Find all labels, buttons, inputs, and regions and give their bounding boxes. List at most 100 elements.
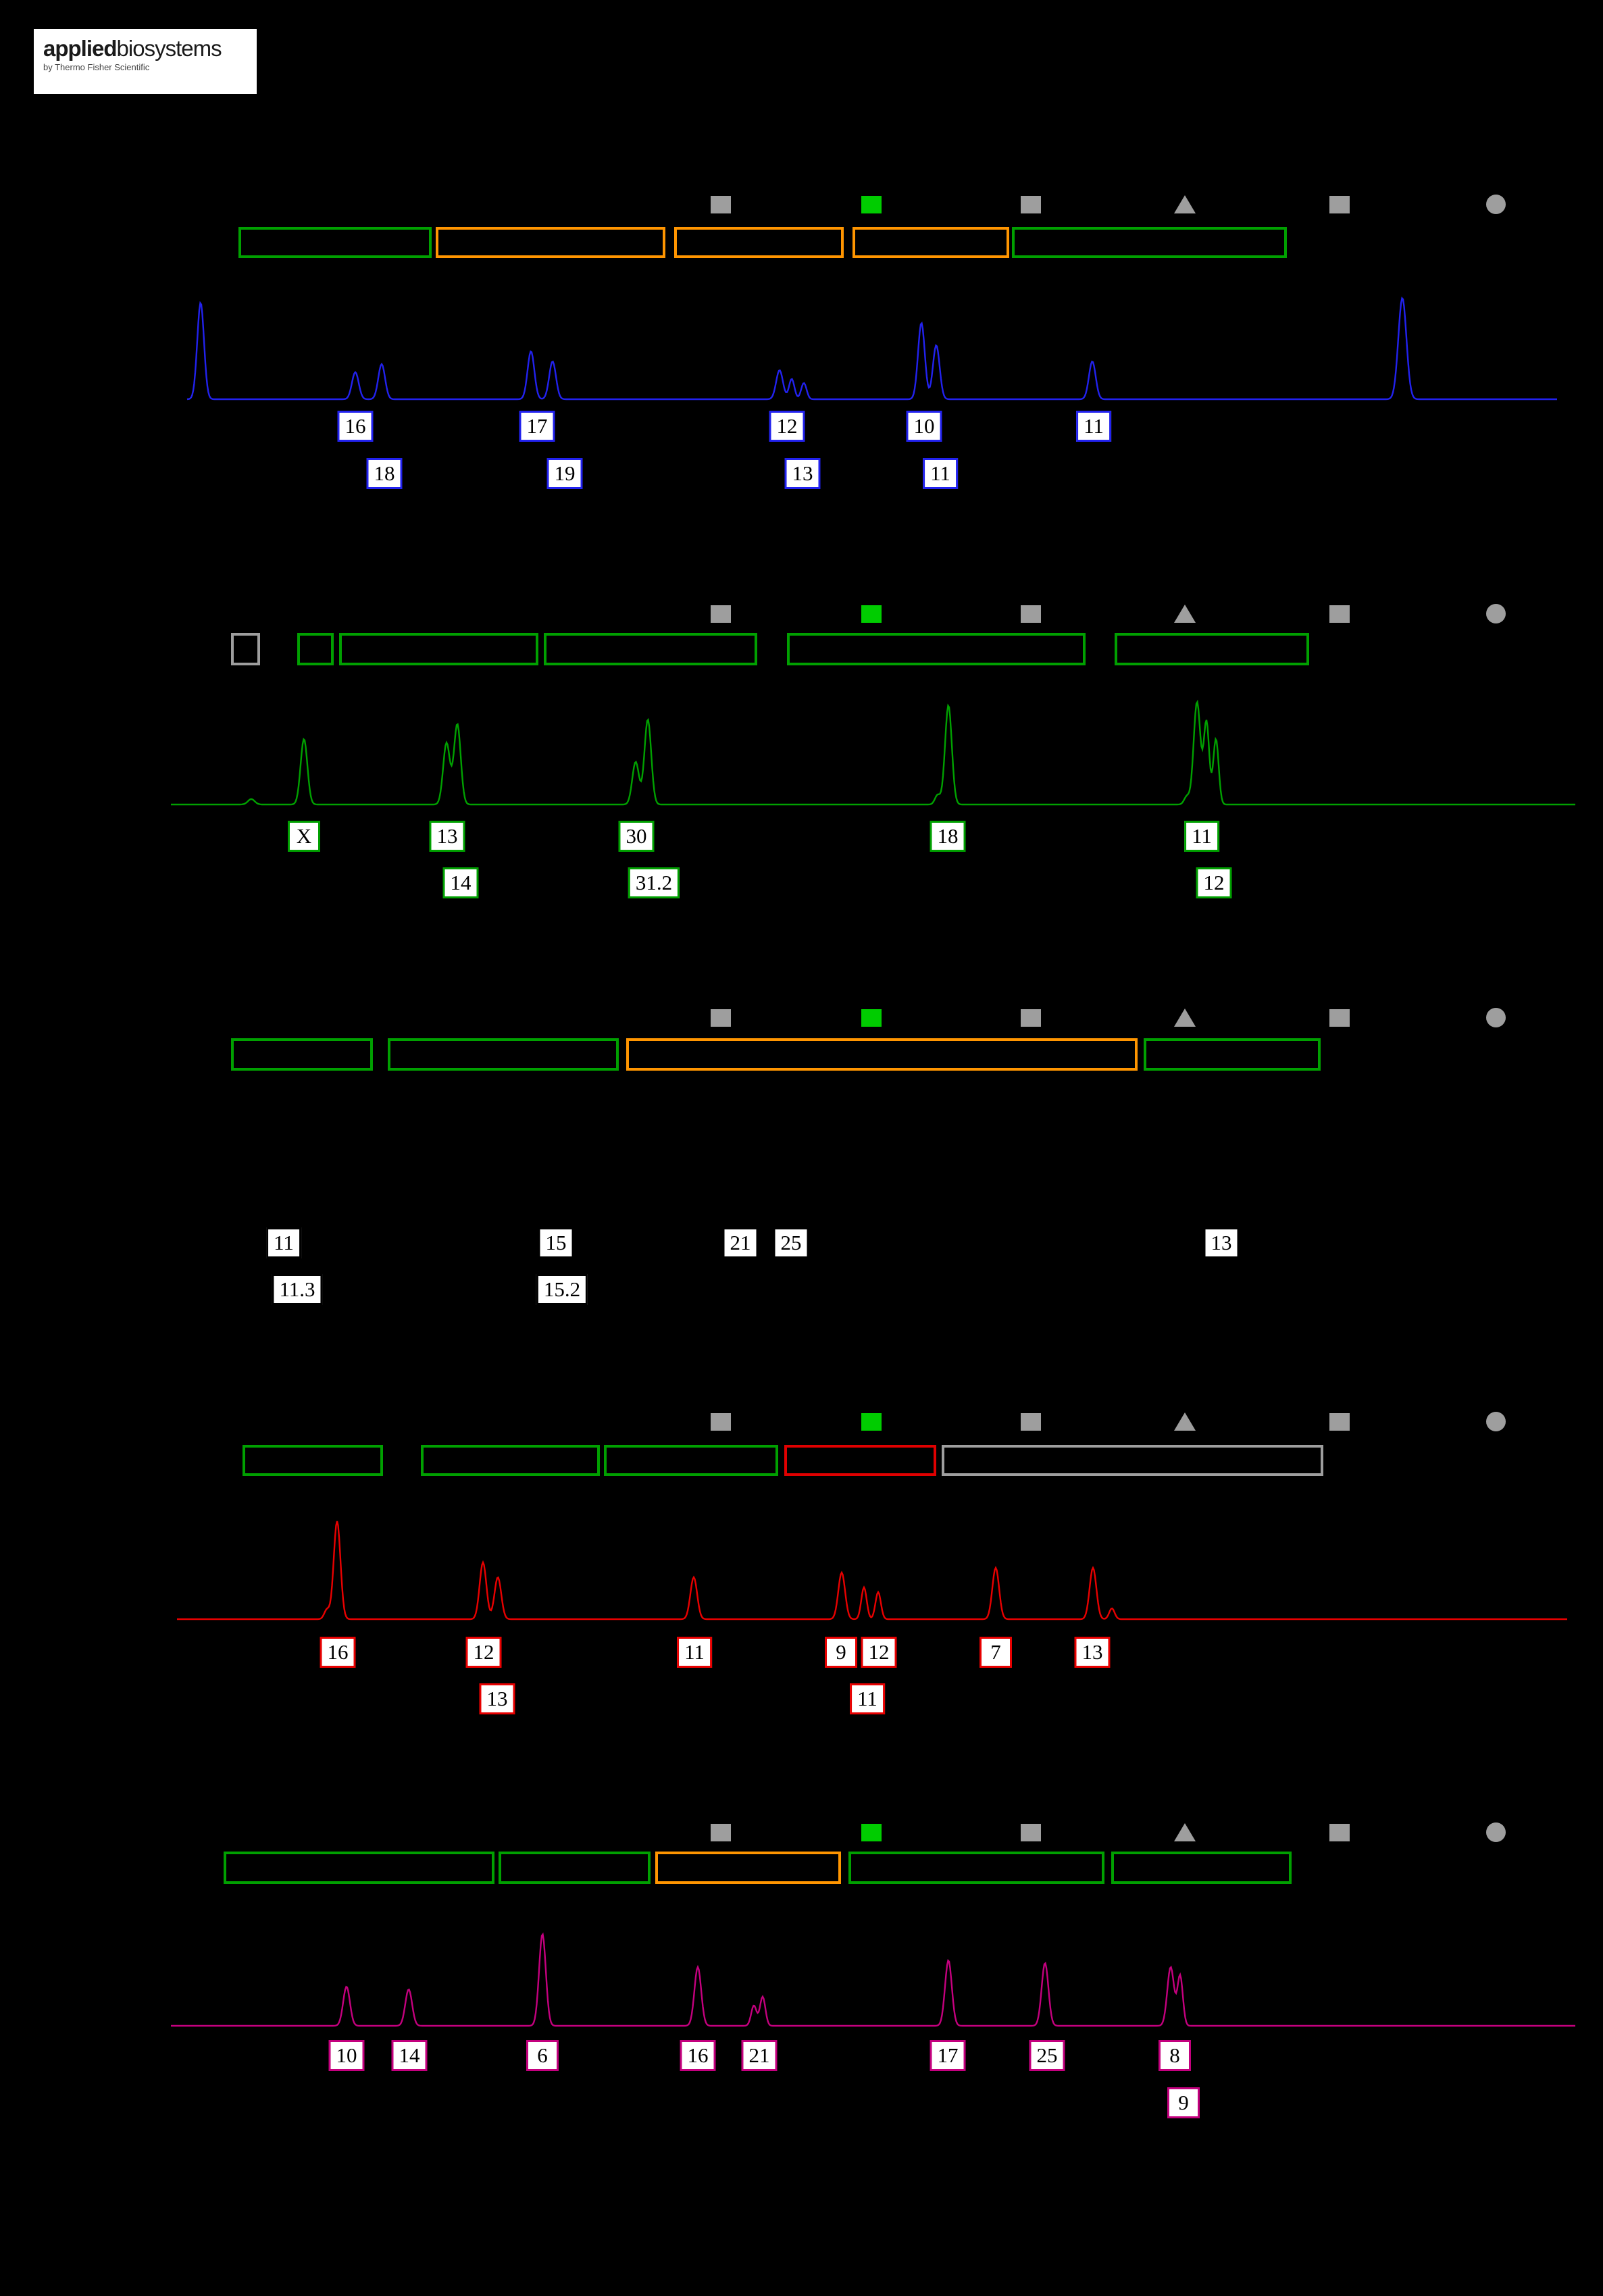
marker-range-bracket [231, 1038, 373, 1071]
allele-label[interactable]: 15.2 [536, 1274, 588, 1306]
marker-range-bracket [243, 1445, 383, 1476]
allele-label[interactable]: 13 [1074, 1637, 1111, 1668]
allele-label[interactable]: 25 [773, 1227, 809, 1259]
allele-label[interactable]: 10 [906, 411, 942, 442]
allele-label[interactable]: 15 [538, 1227, 574, 1259]
allele-label[interactable]: 12 [465, 1637, 502, 1668]
marker-square-icon [861, 605, 882, 623]
marker-range-bracket [604, 1445, 778, 1476]
marker-square-icon [861, 1413, 882, 1431]
marker-range-bracket [1115, 633, 1309, 665]
allele-label[interactable]: 17 [519, 411, 555, 442]
marker-range-bracket [942, 1445, 1323, 1476]
allele-label[interactable]: 10 [328, 2040, 365, 2072]
allele-label[interactable]: 11 [850, 1683, 885, 1715]
marker-triangle-icon [1174, 1009, 1196, 1027]
marker-range-bracket [674, 227, 844, 258]
allele-label[interactable]: 17 [930, 2040, 966, 2072]
allele-label[interactable]: 16 [320, 1637, 356, 1668]
marker-range-bracket [224, 1852, 494, 1884]
marker-range-bracket [499, 1852, 651, 1884]
marker-range-bracket [436, 227, 665, 258]
allele-label[interactable]: 12 [1196, 867, 1232, 899]
marker-square-icon [711, 1413, 731, 1431]
marker-square-icon [1329, 1824, 1350, 1841]
allele-label[interactable]: 11 [1184, 821, 1219, 852]
allele-label[interactable]: 6 [526, 2040, 559, 2072]
allele-label[interactable]: 12 [861, 1637, 897, 1668]
marker-square-icon [1021, 1413, 1041, 1431]
marker-square-icon [1021, 1824, 1041, 1841]
allele-label[interactable]: 25 [1029, 2040, 1065, 2072]
marker-triangle-icon [1174, 195, 1196, 213]
marker-circle-icon [1486, 604, 1506, 623]
marker-square-icon [1021, 1009, 1041, 1027]
marker-square-icon [711, 196, 731, 213]
marker-square-icon [1021, 605, 1041, 623]
allele-label[interactable]: 19 [546, 458, 583, 490]
allele-label[interactable]: 13 [784, 458, 821, 490]
marker-square-icon [1329, 1413, 1350, 1431]
trace-purple-dye [171, 1932, 1575, 2027]
allele-label[interactable]: 31.2 [628, 867, 680, 899]
allele-label[interactable]: 11 [266, 1227, 301, 1259]
allele-label[interactable]: 14 [442, 867, 479, 899]
allele-label[interactable]: 18 [366, 458, 403, 490]
logo-tagline: by Thermo Fisher Scientific [43, 62, 150, 72]
marker-circle-icon [1486, 1008, 1506, 1027]
marker-range-bracket [1111, 1852, 1292, 1884]
allele-label[interactable]: 9 [1167, 2087, 1200, 2119]
marker-circle-icon [1486, 195, 1506, 214]
allele-label[interactable]: 18 [930, 821, 966, 852]
allele-label[interactable]: 9 [825, 1637, 857, 1668]
marker-range-bracket [787, 633, 1086, 665]
marker-square-icon [861, 196, 882, 213]
marker-range-bracket [238, 227, 432, 258]
allele-label[interactable]: 11.3 [272, 1274, 323, 1306]
marker-square-icon [1021, 196, 1041, 213]
allele-label[interactable]: 8 [1159, 2040, 1191, 2072]
marker-square-icon [1329, 196, 1350, 213]
marker-triangle-icon [1174, 1823, 1196, 1841]
marker-range-bracket [544, 633, 757, 665]
marker-range-bracket [297, 633, 334, 665]
marker-range-bracket [421, 1445, 600, 1476]
marker-range-bracket [339, 633, 538, 665]
allele-label[interactable]: 13 [429, 821, 465, 852]
allele-label[interactable]: 14 [391, 2040, 428, 2072]
allele-label[interactable]: 13 [479, 1683, 515, 1715]
allele-label[interactable]: 12 [769, 411, 805, 442]
marker-square-icon [711, 1824, 731, 1841]
marker-range-bracket [231, 633, 260, 665]
allele-label[interactable]: 16 [680, 2040, 716, 2072]
marker-range-bracket [1144, 1038, 1321, 1071]
allele-label[interactable]: X [288, 821, 320, 852]
logo-brand-bold: applied [43, 36, 118, 61]
allele-label[interactable]: 13 [1203, 1227, 1240, 1259]
marker-square-icon [711, 605, 731, 623]
trace-blue-dye [186, 296, 1557, 401]
marker-range-bracket [1012, 227, 1287, 258]
applied-biosystems-logo: appliedbiosystems by Thermo Fisher Scien… [34, 29, 257, 94]
allele-label[interactable]: 21 [722, 1227, 759, 1259]
marker-range-bracket [388, 1038, 619, 1071]
allele-label[interactable]: 11 [677, 1637, 712, 1668]
marker-square-icon [711, 1009, 731, 1027]
allele-label[interactable]: 7 [979, 1637, 1012, 1668]
allele-label[interactable]: 30 [618, 821, 655, 852]
allele-label[interactable]: 21 [741, 2040, 778, 2072]
allele-label[interactable]: 16 [337, 411, 374, 442]
marker-range-bracket [655, 1852, 841, 1884]
marker-range-bracket [784, 1445, 936, 1476]
marker-square-icon [861, 1009, 882, 1027]
marker-triangle-icon [1174, 605, 1196, 623]
marker-triangle-icon [1174, 1412, 1196, 1431]
marker-square-icon [1329, 605, 1350, 623]
marker-square-icon [861, 1824, 882, 1841]
trace-green-dye [171, 699, 1575, 806]
allele-label[interactable]: 11 [923, 458, 958, 490]
allele-label[interactable]: 11 [1076, 411, 1111, 442]
marker-circle-icon [1486, 1822, 1506, 1842]
